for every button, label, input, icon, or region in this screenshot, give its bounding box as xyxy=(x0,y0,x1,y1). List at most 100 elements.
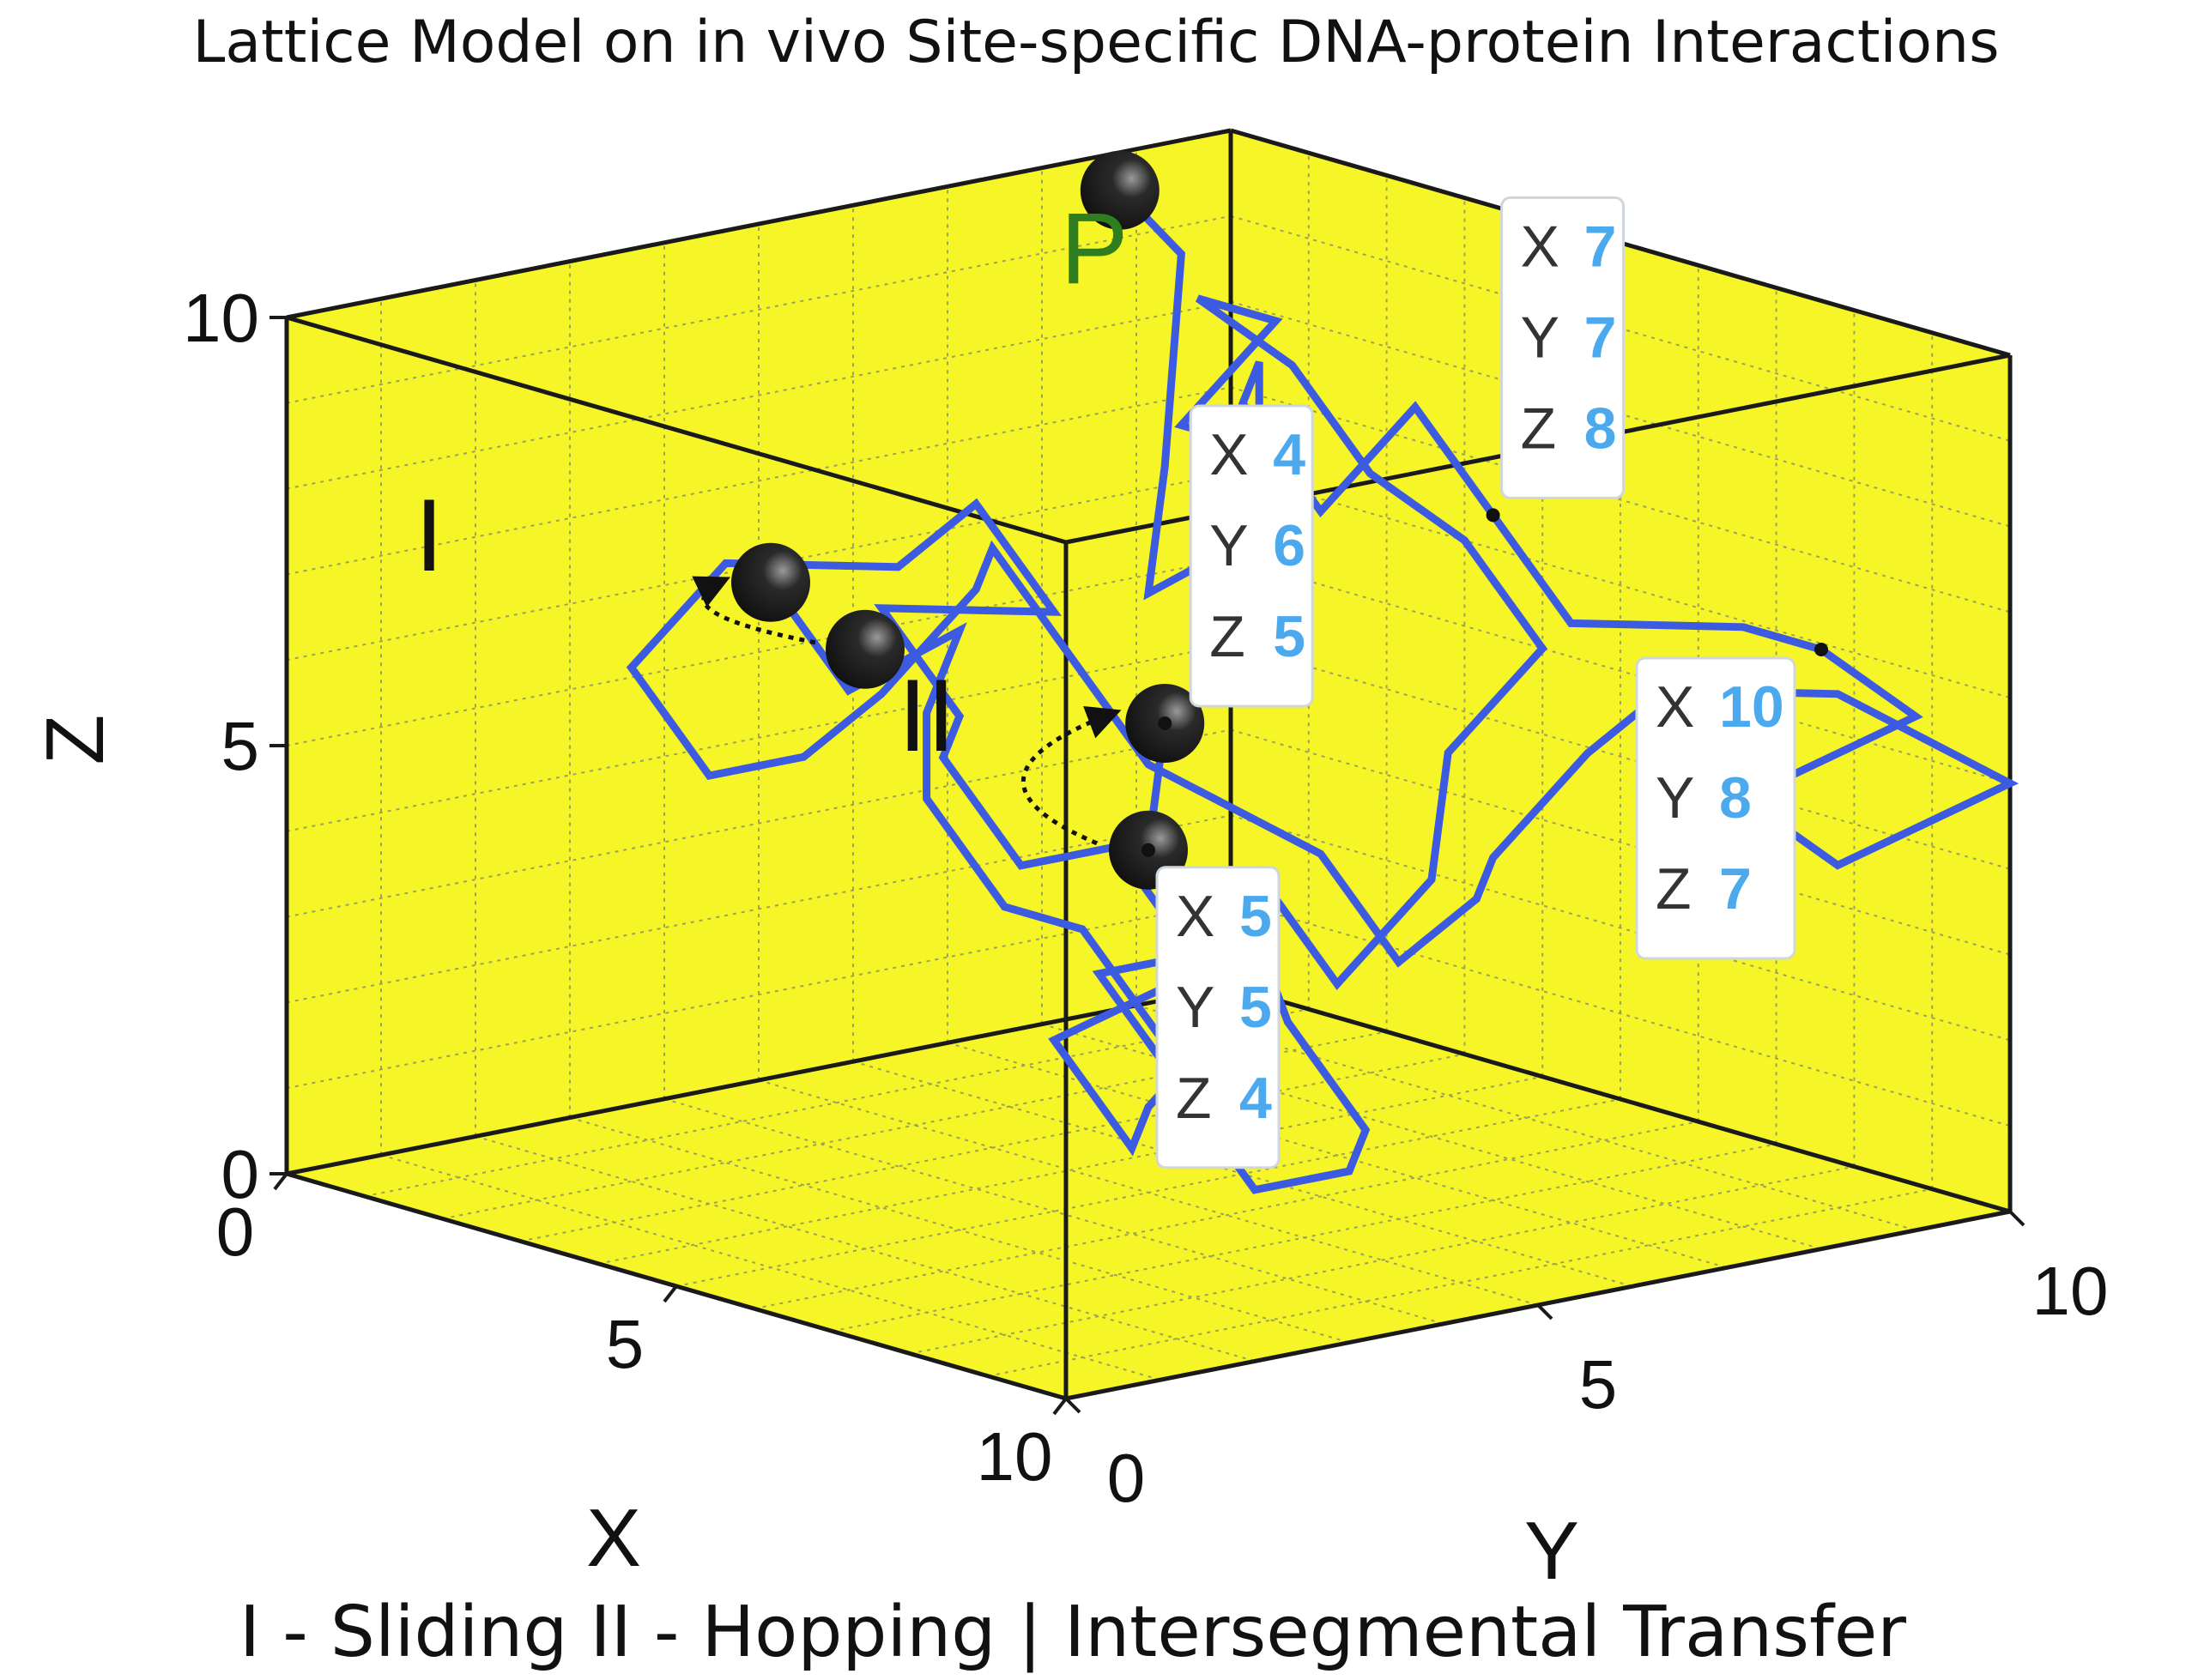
box-edge xyxy=(286,128,1232,320)
grid-line xyxy=(286,814,1232,1004)
y-tick xyxy=(2008,1210,2025,1227)
grid-line xyxy=(598,1075,1543,1265)
grid-line xyxy=(832,1143,1777,1333)
z-tick-label: 10 xyxy=(183,280,259,356)
box-edge xyxy=(1230,984,2011,1214)
grid-line xyxy=(1041,1023,1822,1250)
box-edge xyxy=(286,984,1232,1176)
grid-line xyxy=(442,1030,1387,1220)
x-tick-label: 5 xyxy=(606,1306,645,1382)
grid-line xyxy=(286,386,1232,576)
grid-line xyxy=(910,1165,1855,1355)
data-tip-key: Y xyxy=(1176,975,1214,1040)
bead-marker xyxy=(1080,150,1160,230)
chart-title: Lattice Model on in vivo Site-specific D… xyxy=(192,9,1999,76)
z-tick-label: 5 xyxy=(221,708,260,784)
data-tip-key: Z xyxy=(1209,604,1245,669)
z-tick-label: 0 xyxy=(221,1136,260,1212)
grid-line xyxy=(1230,814,2011,1042)
y-tick xyxy=(1536,1303,1553,1320)
grid-line xyxy=(1230,643,2011,870)
data-tip-box xyxy=(1155,866,1281,1169)
transfer-arrow xyxy=(1021,705,1122,846)
data-tip-anchor xyxy=(1158,716,1172,730)
x-tick xyxy=(1052,1397,1068,1416)
box-edge xyxy=(286,315,1067,545)
data-tip-box xyxy=(1500,196,1626,499)
data-tip-key: Y xyxy=(1521,305,1559,370)
x-tick xyxy=(273,1172,288,1191)
grid-line xyxy=(475,1135,1256,1363)
data-tip-key: Z xyxy=(1656,856,1692,922)
grid-line xyxy=(1230,900,2011,1127)
data-tip-box xyxy=(1189,404,1314,708)
data-tip-value: 7 xyxy=(1719,856,1752,922)
data-tip-key: X xyxy=(1209,422,1248,487)
grid-line xyxy=(1230,558,2011,784)
label-sliding: I xyxy=(415,478,443,593)
grid-line xyxy=(286,558,1232,746)
label-hopping: II xyxy=(899,658,956,773)
z-axis-label: Z xyxy=(29,715,121,765)
grid-line xyxy=(988,1187,1933,1377)
bead-marker xyxy=(731,542,810,622)
grid-line xyxy=(569,1116,1350,1344)
transfer-arrows xyxy=(692,576,1122,846)
data-tip-box xyxy=(1635,656,1796,960)
data-tip-value: 8 xyxy=(1584,396,1617,461)
data-tip-anchor xyxy=(1141,843,1155,857)
grid-line xyxy=(286,900,1232,1090)
grid-line xyxy=(364,1008,1309,1198)
data-tip-anchor xyxy=(1486,508,1500,523)
grid-line xyxy=(754,1121,1698,1310)
data-tip-anchor xyxy=(1814,643,1828,656)
axis-ticks: 0 5 10 0 5 10 0 5 10 xyxy=(183,280,2108,1516)
label-p: P xyxy=(1061,192,1129,305)
data-tip-value: 7 xyxy=(1584,214,1617,279)
x-axis-label: X xyxy=(586,1492,641,1584)
y-tick-label: 0 xyxy=(1107,1440,1146,1516)
y-tick xyxy=(1064,1397,1081,1414)
grid-line xyxy=(286,300,1232,490)
data-tip-key: Y xyxy=(1656,765,1694,831)
y-axis-label: Y xyxy=(1524,1505,1579,1597)
x-tick xyxy=(663,1284,678,1303)
data-tip-value: 6 xyxy=(1273,513,1305,578)
data-tip-value: 7 xyxy=(1584,305,1617,370)
data-tip-value: 5 xyxy=(1273,604,1305,669)
bead-markers xyxy=(731,150,1205,890)
transfer-arrow xyxy=(692,576,816,645)
data-tip-key: Z xyxy=(1521,396,1557,461)
grid-line xyxy=(663,1097,1444,1325)
data-tip-key: X xyxy=(1176,884,1214,949)
x-tick-label: 10 xyxy=(977,1418,1053,1495)
data-tip-value: 5 xyxy=(1239,975,1272,1040)
caption: I - Sliding II - Hopping | Intersegmenta… xyxy=(239,1592,1906,1673)
grid-line xyxy=(1230,472,2011,699)
bead-marker xyxy=(826,609,905,689)
y-tick-label: 10 xyxy=(2032,1253,2109,1329)
grid-line xyxy=(758,1079,1539,1306)
grid-line xyxy=(286,728,1232,918)
grid-line xyxy=(286,643,1232,832)
data-tip-value: 10 xyxy=(1719,674,1784,740)
data-tip-key: X xyxy=(1521,214,1559,279)
grid-line xyxy=(1230,728,2011,956)
grid-line xyxy=(1230,386,2011,613)
data-tip-value: 4 xyxy=(1273,422,1305,487)
data-tip-key: Z xyxy=(1176,1066,1212,1131)
data-tip-key: Y xyxy=(1209,513,1248,578)
data-tip-value: 8 xyxy=(1719,765,1752,831)
grid-line xyxy=(286,215,1232,404)
x-tick-label: 0 xyxy=(216,1194,255,1270)
y-tick-label: 5 xyxy=(1579,1346,1618,1423)
grid-line xyxy=(947,1042,1728,1269)
data-tip-key: X xyxy=(1656,674,1694,740)
grid-line xyxy=(1135,1004,1916,1231)
